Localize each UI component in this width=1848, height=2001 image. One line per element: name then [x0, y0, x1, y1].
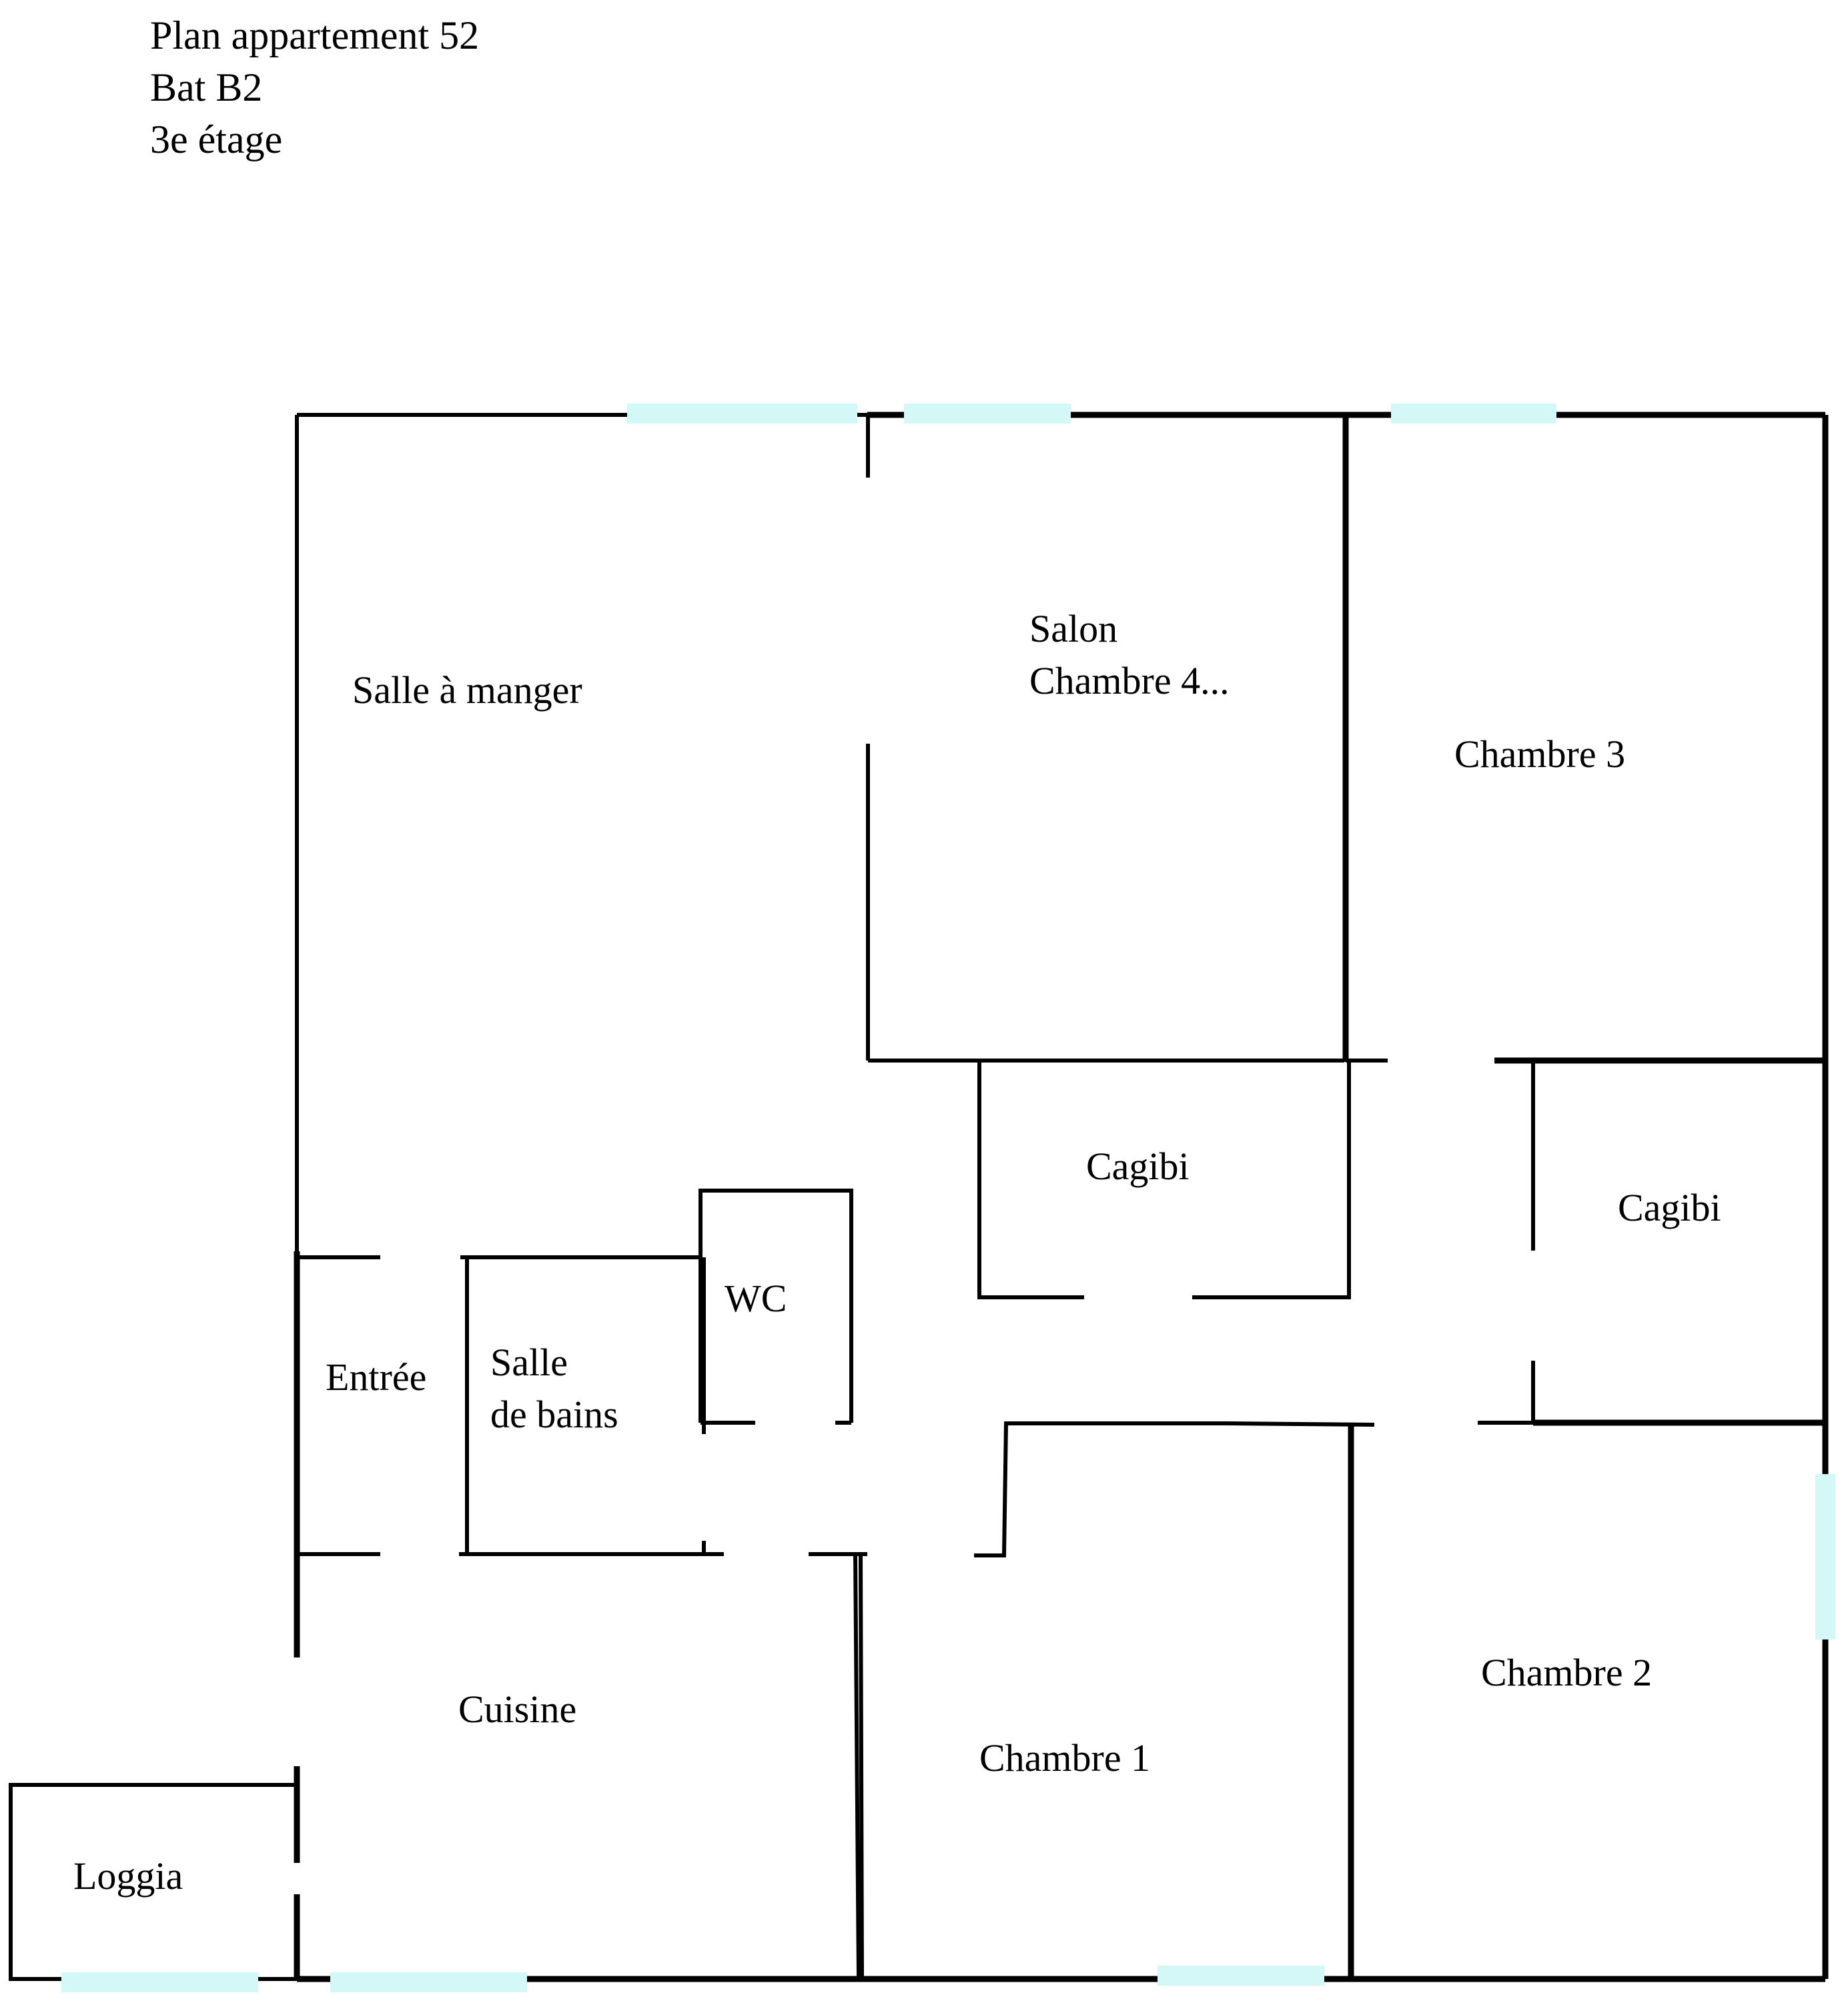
cagibi-center-left	[977, 1061, 1084, 1299]
cuisine-chambre1-divider	[853, 1553, 861, 1980]
cagibi-right-walls	[1531, 1061, 1825, 1426]
label-chambre-2: Chambre 2	[1481, 1651, 1652, 1694]
wc-outline	[699, 1189, 853, 1423]
plan-title: Plan appartement 52	[150, 13, 480, 57]
label-salle-a-manger: Salle à manger	[352, 668, 582, 712]
bath-entry-walls	[297, 1255, 867, 1556]
label-cagibi-center: Cagibi	[1086, 1145, 1190, 1188]
label-chambre-3: Chambre 3	[1454, 732, 1625, 776]
windows	[61, 404, 1835, 1992]
label-salon: Salon	[1029, 607, 1117, 650]
plan-header: Plan appartement 52 Bat B2 3e étage	[150, 9, 479, 165]
salon-walls	[866, 415, 1349, 1063]
label-entree: Entrée	[326, 1355, 426, 1399]
building-label: Bat B2	[150, 65, 263, 109]
cagibi-center-right	[1192, 1061, 1351, 1299]
label-cagibi-right: Cagibi	[1618, 1186, 1721, 1229]
label-salle-de-bains-1: Salle	[490, 1341, 568, 1384]
floor-label: 3e étage	[150, 117, 283, 161]
label-cuisine: Cuisine	[458, 1688, 576, 1731]
label-wc: WC	[725, 1277, 787, 1320]
label-chambre-4: Chambre 4...	[1029, 659, 1230, 702]
label-chambre-1: Chambre 1	[979, 1736, 1150, 1780]
cagibi-center-walls	[977, 1061, 1351, 1299]
label-loggia: Loggia	[73, 1854, 183, 1898]
chambre1-walls	[853, 1421, 1375, 1980]
label-salle-de-bains-2: de bains	[490, 1393, 618, 1436]
chambre1-wall-top	[974, 1421, 1375, 1557]
cuisine-chambre1-divider-inner	[859, 1553, 864, 1980]
wc-walls	[699, 1189, 853, 1425]
room-labels: Salle à manger Salon Chambre 4... Chambr…	[73, 607, 1721, 1898]
